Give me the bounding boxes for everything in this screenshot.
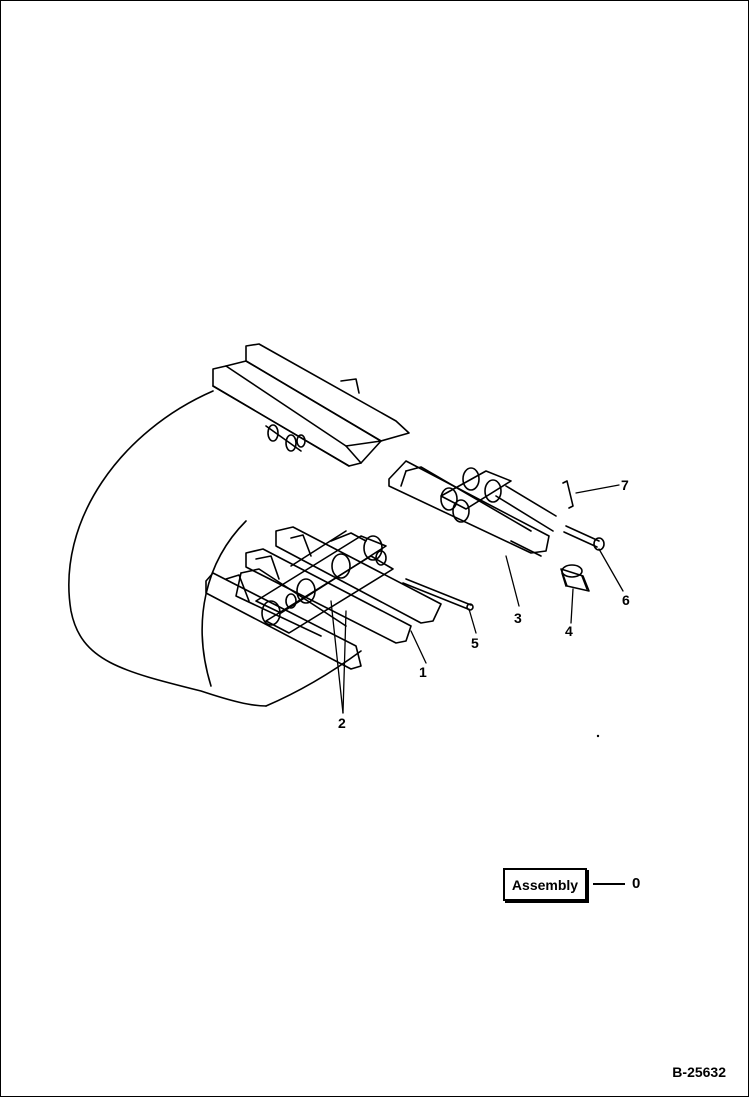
callout-7: 7 <box>621 477 629 493</box>
master-shoe <box>388 460 557 557</box>
assembly-label-box: Assembly <box>503 868 587 901</box>
lower-track-shoes <box>205 526 442 670</box>
cotter-part-7 <box>562 480 574 509</box>
callout-2: 2 <box>338 715 346 731</box>
pin-part-6 <box>563 525 605 551</box>
figure-code: B-25632 <box>672 1064 726 1080</box>
upper-track-shoes <box>212 343 410 467</box>
callout-1: 1 <box>419 664 427 680</box>
pin-part-5 <box>402 578 474 611</box>
callout-4: 4 <box>565 623 573 639</box>
leader-lines <box>330 484 624 714</box>
collar-part-4 <box>560 564 590 592</box>
assembly-leader-line <box>593 883 625 885</box>
callout-3: 3 <box>514 610 522 626</box>
callout-6: 6 <box>622 592 630 608</box>
callout-5: 5 <box>471 635 479 651</box>
track-belt-loop <box>68 390 362 707</box>
assembly-label: Assembly <box>511 876 579 893</box>
assembly-number: 0 <box>632 875 641 892</box>
